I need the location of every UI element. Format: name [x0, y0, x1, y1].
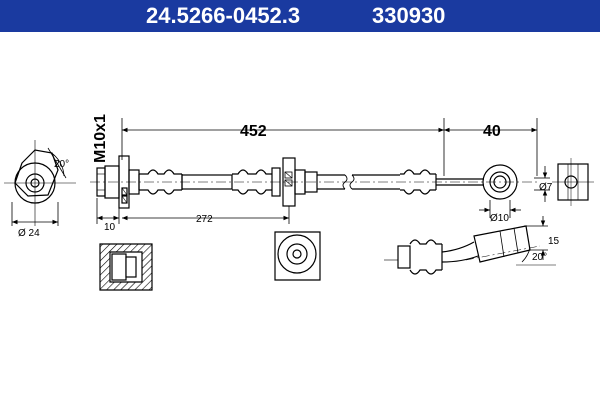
thread-label: M10x1 [92, 114, 109, 163]
header-bar: 24.5266-0452.3 330930 [0, 0, 600, 32]
hatched-housing [99, 243, 153, 291]
diameter-eye-label: Ø10 [490, 213, 509, 224]
bent-collar [397, 245, 411, 269]
angle-arc [49, 151, 65, 177]
bent-tube-bottom [441, 255, 479, 263]
corrugation-top-1 [139, 169, 182, 175]
bracket-clip-b [284, 179, 293, 187]
lower-dimensions [96, 166, 550, 224]
top-dimensions [121, 118, 538, 176]
fitting-section [111, 253, 127, 281]
part-number: 24.5266-0452.3 [146, 3, 301, 28]
left-end-view [4, 140, 76, 226]
bracket-clip-a [284, 171, 293, 179]
bracket-view [274, 231, 321, 281]
reference-number: 330930 [372, 3, 446, 28]
bent-tube-top [441, 241, 475, 253]
diameter-left-label: Ø 24 [18, 228, 40, 239]
corrugation-top-3 [400, 169, 436, 175]
drawing-canvas: 20° Ø 24 452 40 M10x1 [4, 114, 594, 291]
hex-width-label: 10 [104, 222, 116, 233]
bent-end-view [384, 216, 556, 275]
corrugation-bottom-2 [232, 189, 272, 195]
corrugation-top-2 [232, 169, 272, 175]
length-total-label: 452 [240, 123, 267, 140]
angle-bottom-label: 20° [532, 252, 547, 263]
bracket-mid-circle [286, 243, 308, 265]
bent-corrugation-bottom [409, 269, 442, 275]
bracket-bore [292, 249, 302, 259]
bolt-end-view [552, 158, 594, 206]
clip-left-a [121, 187, 128, 196]
bracket-plate [274, 231, 321, 281]
diameter-bolt-label: Ø7 [539, 182, 553, 193]
technical-drawing: 20° Ø 24 452 40 M10x1 [0, 32, 600, 400]
center-sleeve [304, 171, 318, 193]
angle-left-label: 20° [54, 159, 69, 170]
clip-left-b [121, 195, 128, 204]
length-section-label: 272 [196, 214, 213, 225]
hex-outline [14, 149, 59, 197]
section-view [99, 243, 153, 291]
offset-height-label: 15 [548, 236, 560, 247]
bent-corrugation-top [409, 239, 442, 245]
bracket-outer-circle [277, 234, 317, 274]
corrugation-bottom-3 [400, 189, 436, 195]
length-end-label: 40 [483, 123, 501, 140]
corrugation-bottom-1 [139, 189, 182, 195]
fitting-section-tip [125, 256, 137, 278]
